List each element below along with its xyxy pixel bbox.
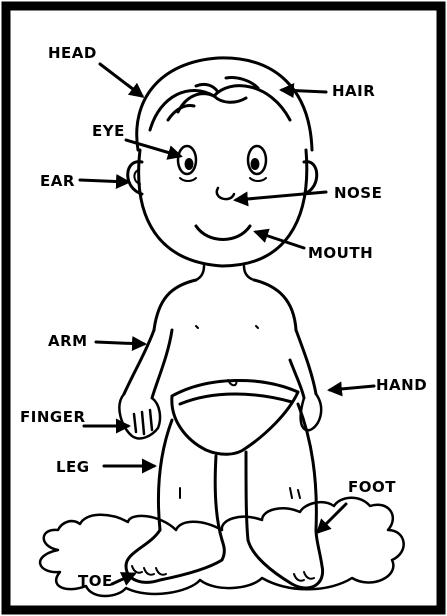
label-finger: FINGER — [20, 408, 86, 426]
left-arm — [124, 330, 172, 398]
label-leg: LEG — [56, 458, 90, 476]
nose — [217, 188, 234, 199]
nipples — [196, 326, 258, 328]
torso — [154, 280, 296, 330]
arrow-hair — [282, 90, 326, 92]
arrow-arm — [96, 342, 144, 344]
arrow-hand — [330, 386, 374, 390]
eyes — [178, 146, 266, 181]
label-arm: ARM — [48, 332, 88, 350]
left-toes — [132, 566, 166, 575]
left-hand — [119, 394, 160, 438]
label-ear: EAR — [40, 172, 75, 190]
label-head: HEAD — [48, 44, 97, 62]
right-arm — [290, 330, 316, 398]
arrow-eye — [126, 140, 180, 156]
label-nose: NOSE — [334, 184, 382, 202]
page-border — [6, 6, 441, 610]
head — [139, 150, 307, 266]
diaper — [172, 380, 298, 454]
label-hand: HAND — [376, 376, 427, 394]
neck-left — [196, 266, 204, 280]
label-eye: EYE — [92, 122, 125, 140]
arrow-nose — [236, 192, 326, 200]
knee-marks — [180, 488, 300, 498]
pointer-arrows — [80, 64, 374, 584]
left-foot — [126, 530, 224, 582]
right-leg — [246, 404, 316, 540]
arrow-ear — [80, 180, 128, 182]
hair — [137, 58, 312, 150]
label-foot: FOOT — [348, 478, 396, 496]
arrow-foot — [318, 504, 346, 532]
right-toes — [294, 572, 314, 581]
label-mouth: MOUTH — [308, 244, 373, 262]
label-toe: TOE — [78, 572, 113, 590]
label-hair: HAIR — [332, 82, 375, 100]
neck-right — [244, 266, 254, 280]
arrow-head — [100, 64, 142, 96]
mouth — [196, 226, 250, 240]
